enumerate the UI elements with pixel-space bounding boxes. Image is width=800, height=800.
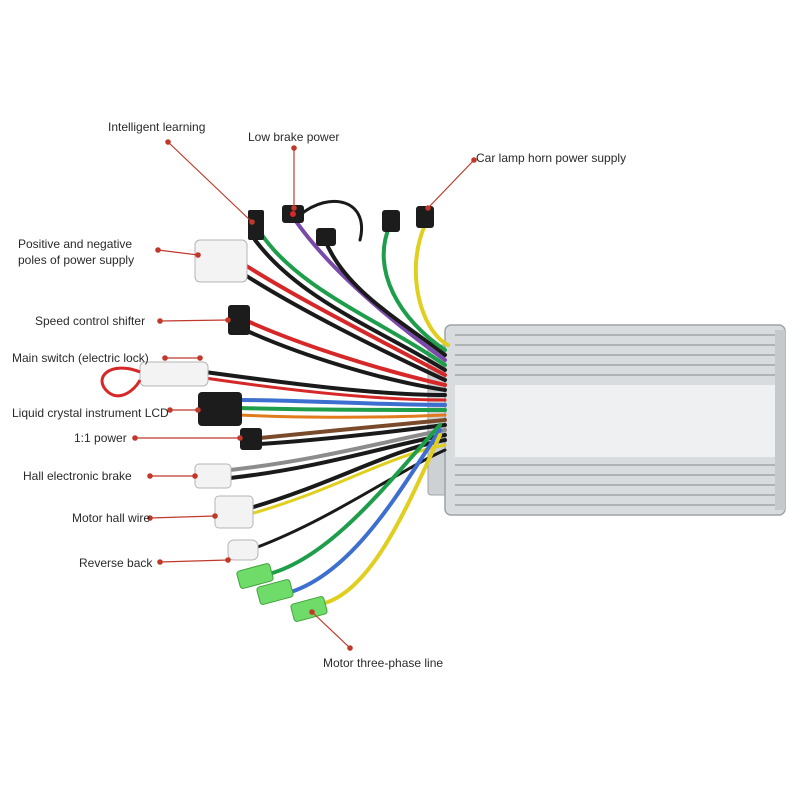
connector-lamp-2 bbox=[416, 206, 434, 228]
connector-lcd bbox=[198, 392, 242, 426]
label-low-brake-power: Low brake power bbox=[248, 130, 340, 144]
wire bbox=[263, 423, 442, 577]
wire bbox=[243, 263, 447, 377]
terminal-phase-1 bbox=[236, 563, 274, 589]
label-1to1-power: 1:1 power bbox=[74, 431, 127, 445]
wire bbox=[228, 428, 447, 472]
connector-1to1-power bbox=[240, 428, 262, 450]
label-intelligent-learning: Intelligent learning bbox=[108, 120, 206, 134]
wire bbox=[228, 433, 447, 480]
wire bbox=[238, 398, 447, 407]
connector-hall-brake bbox=[194, 463, 232, 489]
label-hall-brake: Hall electronic brake bbox=[23, 469, 132, 483]
connector-speed-control bbox=[228, 305, 250, 335]
connectors bbox=[100, 205, 434, 622]
heat-fins-bottom bbox=[455, 464, 780, 506]
wire bbox=[238, 413, 447, 419]
label-motor-hall: Motor hall wire bbox=[72, 511, 151, 525]
connector-power-supply bbox=[194, 239, 248, 283]
wire bbox=[413, 223, 450, 347]
connector-lamp-1 bbox=[382, 210, 400, 232]
heat-fins-top bbox=[455, 334, 780, 376]
wire bbox=[238, 406, 447, 412]
wire bbox=[381, 223, 447, 352]
label-lcd: Liquid crystal instrument LCD bbox=[12, 406, 169, 420]
wire-harness bbox=[203, 199, 450, 607]
wire bbox=[203, 370, 447, 397]
label-motor-phase: Motor three-phase line bbox=[323, 656, 444, 670]
wire bbox=[243, 328, 447, 392]
terminal-phase-3 bbox=[290, 596, 328, 622]
wire bbox=[278, 428, 442, 597]
connector-reverse bbox=[227, 539, 259, 561]
connector-main-switch bbox=[139, 361, 209, 387]
connector-intelligent-learning bbox=[248, 210, 264, 240]
wire bbox=[243, 273, 447, 382]
connector-brake-2 bbox=[316, 228, 336, 246]
terminal-phase-2 bbox=[256, 579, 294, 605]
label-main-switch: Main switch (electric lock) bbox=[12, 351, 149, 365]
wire bbox=[313, 433, 442, 607]
controller-box bbox=[427, 324, 786, 516]
wire bbox=[203, 376, 447, 402]
wire bbox=[248, 443, 447, 516]
leader-lines bbox=[132, 139, 477, 651]
label-car-lamp-horn: Car lamp horn power supply bbox=[476, 151, 627, 165]
label-reverse: Reverse back bbox=[79, 556, 153, 570]
label-power-supply-line1: Positive and negative bbox=[18, 237, 133, 251]
wire bbox=[323, 238, 447, 357]
controller-end-cap bbox=[775, 330, 785, 510]
connector-dot bbox=[290, 211, 296, 217]
wire bbox=[260, 233, 447, 367]
wire-loop-red bbox=[100, 366, 142, 398]
wire bbox=[258, 423, 447, 446]
wire bbox=[298, 199, 363, 242]
wire bbox=[243, 318, 447, 387]
controller-panel bbox=[455, 385, 780, 457]
connector-motor-hall bbox=[214, 495, 254, 529]
wire bbox=[253, 238, 447, 372]
label-speed-control: Speed control shifter bbox=[35, 314, 146, 328]
wire bbox=[258, 418, 447, 440]
label-power-supply-line2: poles of power supply bbox=[18, 253, 135, 267]
